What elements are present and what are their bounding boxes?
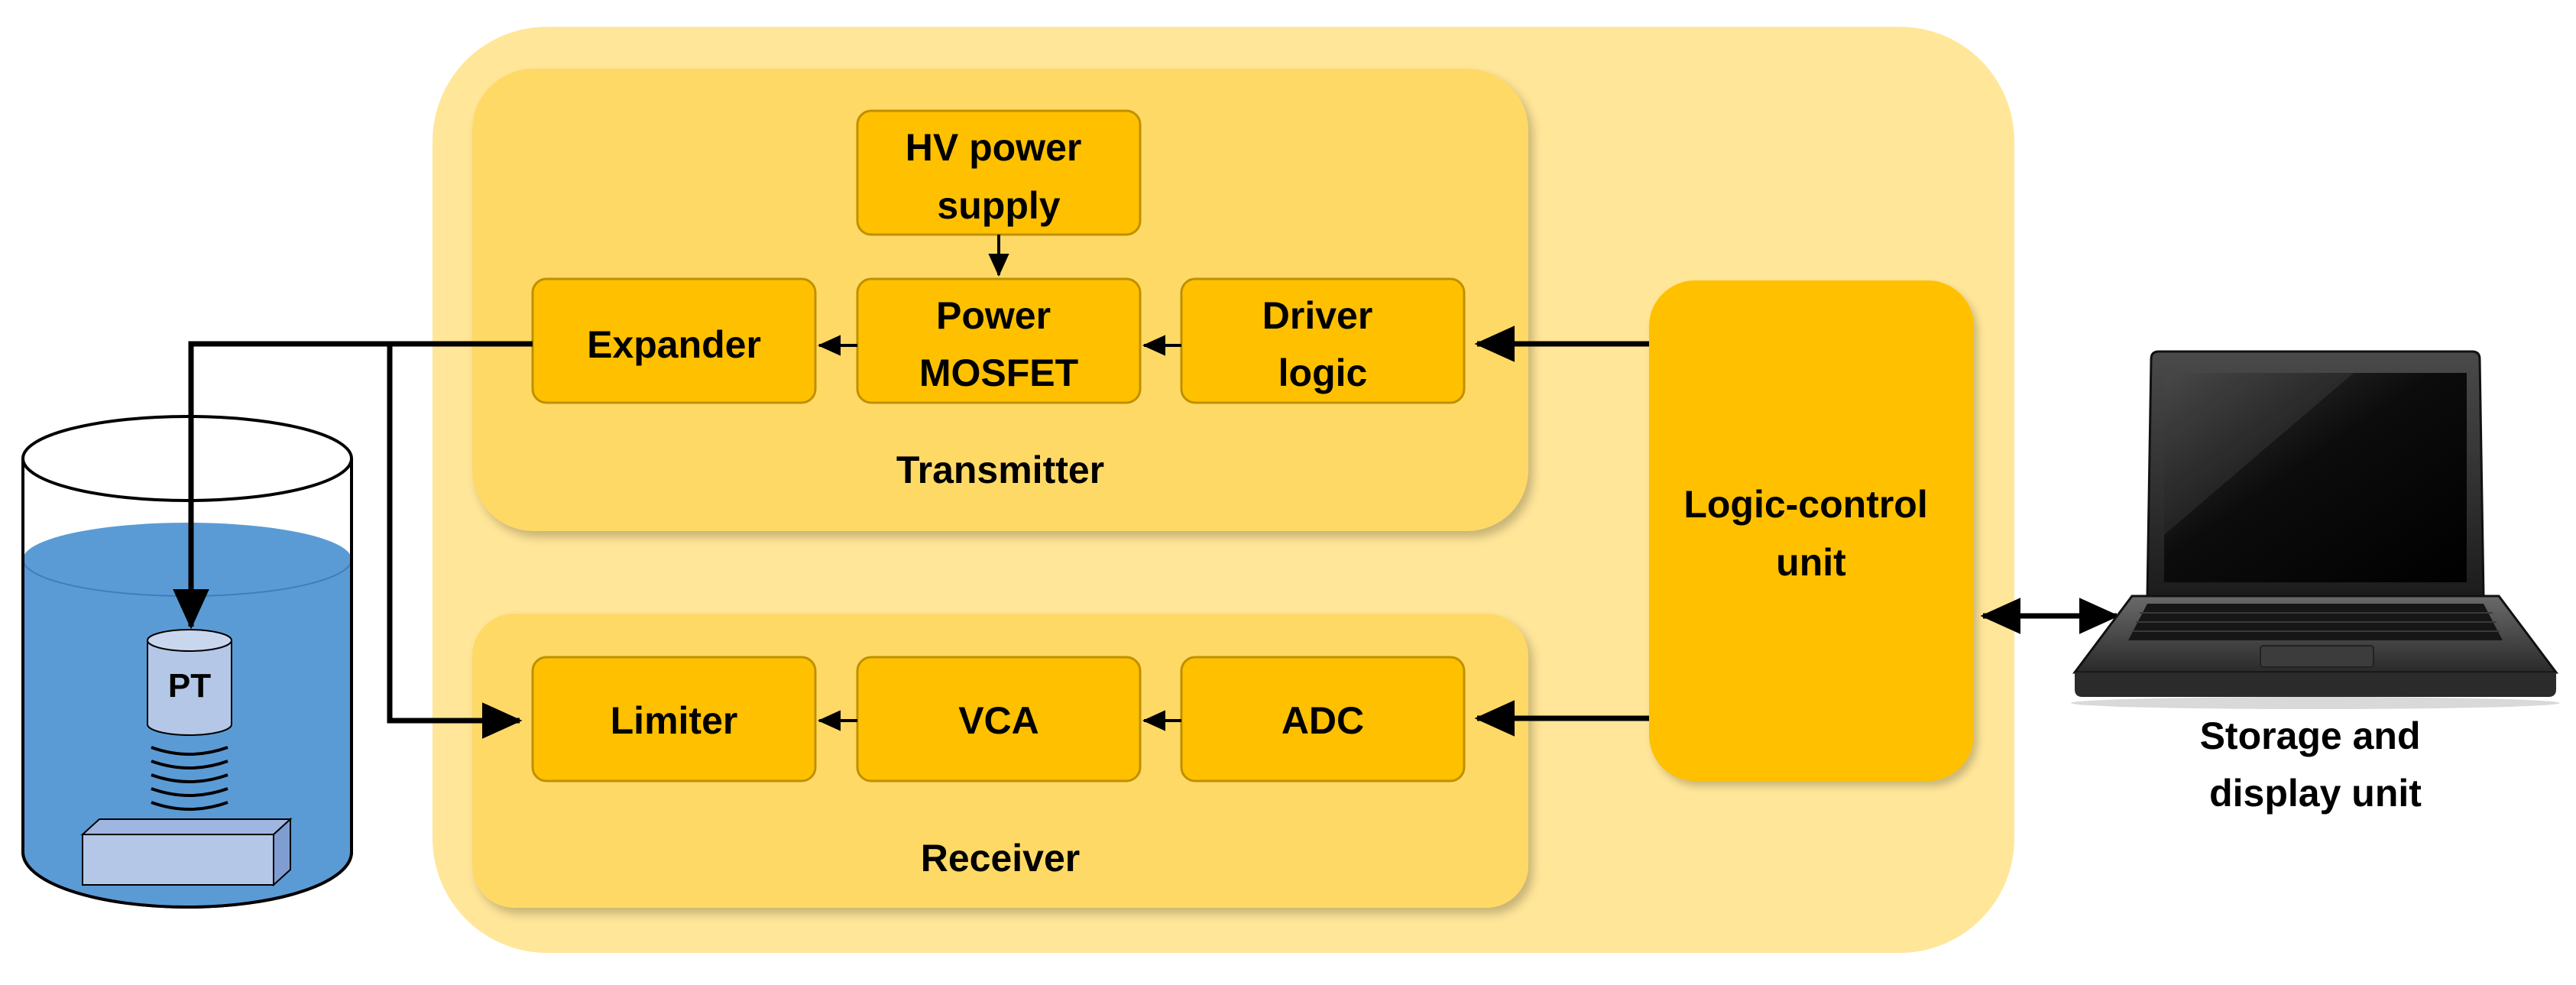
storage-display-label: Storage and display unit	[2200, 714, 2432, 815]
storage-display-line-1: Storage and	[2200, 714, 2421, 757]
svg-text:Logic-control unit: Logic-control unit	[1683, 483, 1938, 584]
driver-logic-block: Driver logic	[1180, 277, 1466, 404]
laptop-icon	[2071, 350, 2560, 709]
power-mosfet-line-1: Power	[936, 294, 1051, 337]
vca-block: VCA	[856, 656, 1142, 782]
svg-text:HV power supply: HV power supply	[906, 126, 1093, 227]
sound-waves-icon	[151, 746, 228, 811]
target-block	[80, 817, 293, 887]
arrow-expander-to-pt	[173, 341, 533, 630]
expander-block: Expander	[531, 277, 817, 404]
water-tank: PT	[21, 415, 353, 909]
storage-display-line-2: display unit	[2209, 772, 2422, 815]
hv-power-supply-line-2: supply	[937, 184, 1060, 227]
driver-logic-line-2: logic	[1278, 352, 1368, 394]
vca-label: VCA	[958, 699, 1039, 742]
arrow-tap-to-limiter	[387, 344, 523, 739]
logic-control-unit-line-1: Logic-control	[1683, 483, 1927, 526]
svg-text:Power MOSFET: Power MOSFET	[919, 294, 1078, 394]
hv-power-supply-block: HV power supply	[856, 109, 1142, 236]
tank-rim	[21, 415, 353, 502]
pt-label: PT	[168, 667, 211, 705]
adc-block: ADC	[1180, 656, 1466, 782]
logic-control-unit-line-2: unit	[1776, 541, 1846, 584]
expander-label: Expander	[587, 323, 761, 366]
power-mosfet-block: Power MOSFET	[856, 277, 1142, 404]
driver-logic-line-1: Driver	[1262, 294, 1373, 337]
adc-label: ADC	[1282, 699, 1364, 742]
limiter-block: Limiter	[531, 656, 817, 782]
power-mosfet-line-2: MOSFET	[919, 352, 1078, 394]
transmitter-label: Transmitter	[896, 449, 1104, 491]
receiver-label: Receiver	[921, 837, 1081, 880]
connectors	[173, 235, 2120, 739]
pt-transducer: PT	[147, 629, 232, 736]
limiter-label: Limiter	[611, 699, 738, 742]
hv-power-supply-line-1: HV power	[906, 126, 1082, 169]
water-surface	[23, 523, 352, 596]
touchpad	[2260, 645, 2374, 668]
svg-text:Driver logic: Driver logic	[1262, 294, 1383, 394]
logic-control-unit-block: Logic-control unit	[1649, 280, 1974, 781]
